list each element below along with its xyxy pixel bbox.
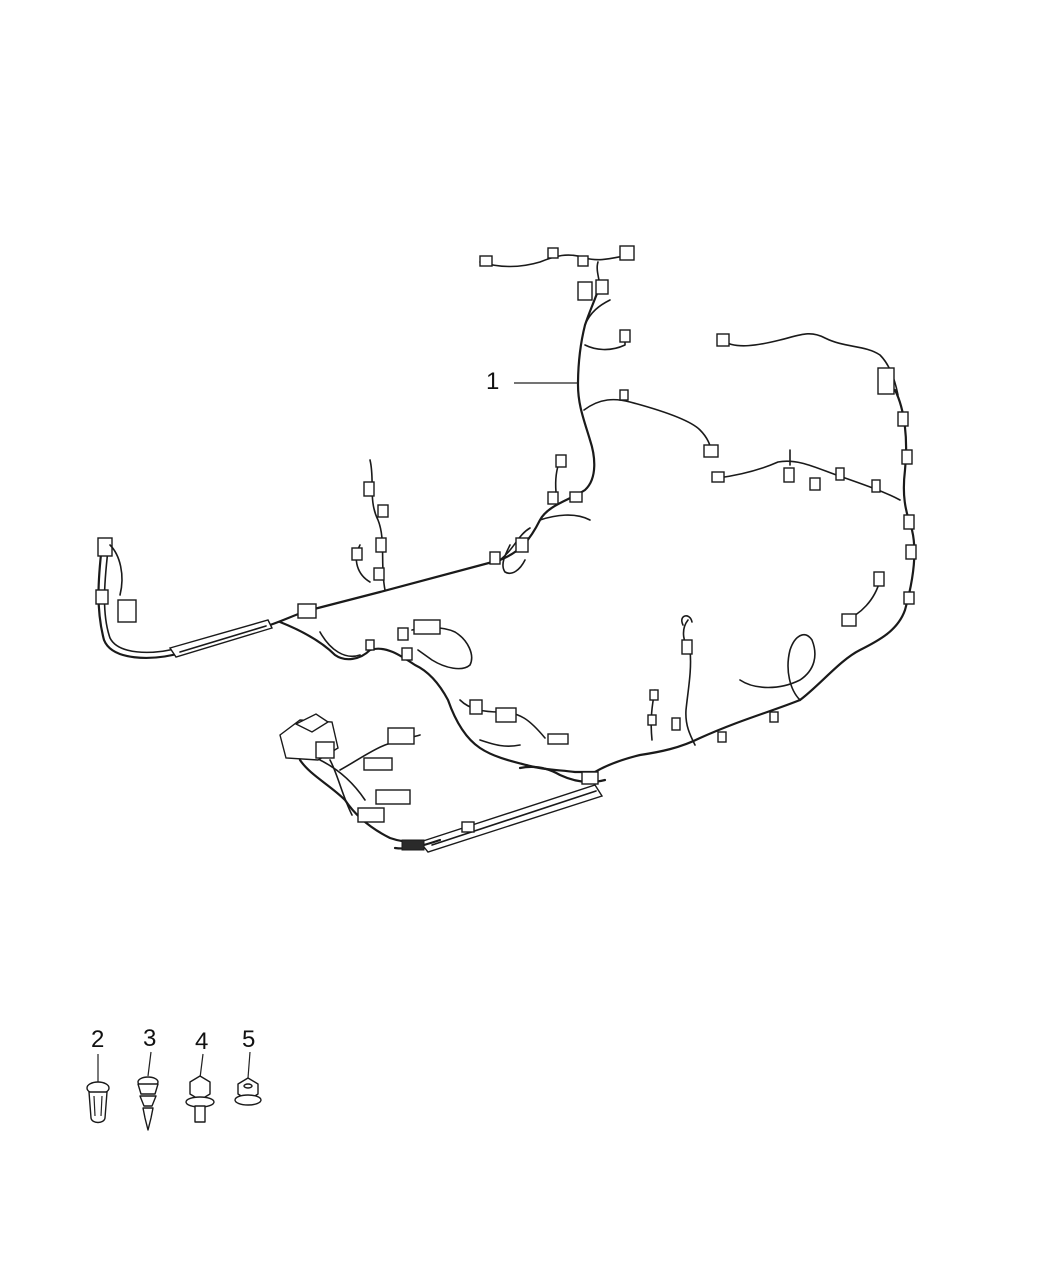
connector: [413, 619, 441, 635]
connector: [95, 589, 109, 605]
connector: [619, 245, 635, 261]
flange-nut: [234, 1051, 262, 1106]
connector: [783, 467, 795, 483]
sill-channel: [168, 619, 273, 658]
connector: [717, 731, 727, 743]
connector: [377, 504, 389, 518]
connector: [315, 741, 335, 759]
wiring-harness: [95, 245, 917, 853]
connector: [401, 839, 425, 851]
callout-4-label: 4: [195, 1028, 209, 1055]
connector: [905, 544, 917, 560]
connector: [577, 255, 589, 267]
connector: [461, 821, 475, 833]
connector: [555, 454, 567, 468]
connector: [681, 639, 693, 655]
connector: [703, 444, 719, 458]
connector: [716, 333, 730, 347]
connector: [363, 481, 375, 497]
push-pin-retainer: [86, 1054, 110, 1124]
connector: [569, 491, 583, 503]
callout-5-label: 5: [242, 1026, 256, 1053]
connector: [357, 807, 385, 823]
callout-1-label: 1: [486, 368, 500, 395]
connector: [547, 491, 559, 505]
connector: [294, 713, 330, 733]
connector: [401, 647, 413, 661]
callout-2-label: 2: [91, 1026, 105, 1053]
connector: [469, 699, 483, 715]
connector: [711, 471, 725, 483]
connector: [495, 707, 517, 723]
hex-flange-bolt: [185, 1053, 215, 1123]
connector: [97, 537, 113, 557]
connector: [901, 449, 913, 465]
connector: [489, 551, 501, 565]
connector: [671, 717, 681, 731]
connector: [351, 547, 363, 561]
connector: [903, 591, 915, 605]
connector: [117, 599, 137, 623]
connector: [769, 711, 779, 723]
connector: [619, 329, 631, 343]
christmas-tree-clip: [137, 1051, 159, 1131]
connector: [547, 247, 559, 259]
connector: [547, 733, 569, 745]
connector: [363, 757, 393, 771]
connector: [873, 571, 885, 587]
connector: [577, 281, 593, 301]
connector: [897, 411, 909, 427]
connector: [375, 789, 411, 805]
connector: [877, 367, 895, 395]
callout-3-label: 3: [143, 1025, 157, 1052]
connector: [595, 279, 609, 295]
connector: [835, 467, 845, 481]
connector: [479, 255, 493, 267]
connector: [397, 627, 409, 641]
connector: [647, 714, 657, 726]
connector: [809, 477, 821, 491]
connector: [903, 514, 915, 530]
connector: [297, 603, 317, 619]
connector: [515, 537, 529, 553]
connector: [649, 689, 659, 701]
connector: [619, 389, 629, 401]
connector: [871, 479, 881, 493]
connector: [365, 639, 375, 651]
connector: [841, 613, 857, 627]
connector: [581, 771, 599, 785]
connector: [387, 727, 415, 745]
connector: [373, 567, 385, 581]
connector: [375, 537, 387, 553]
